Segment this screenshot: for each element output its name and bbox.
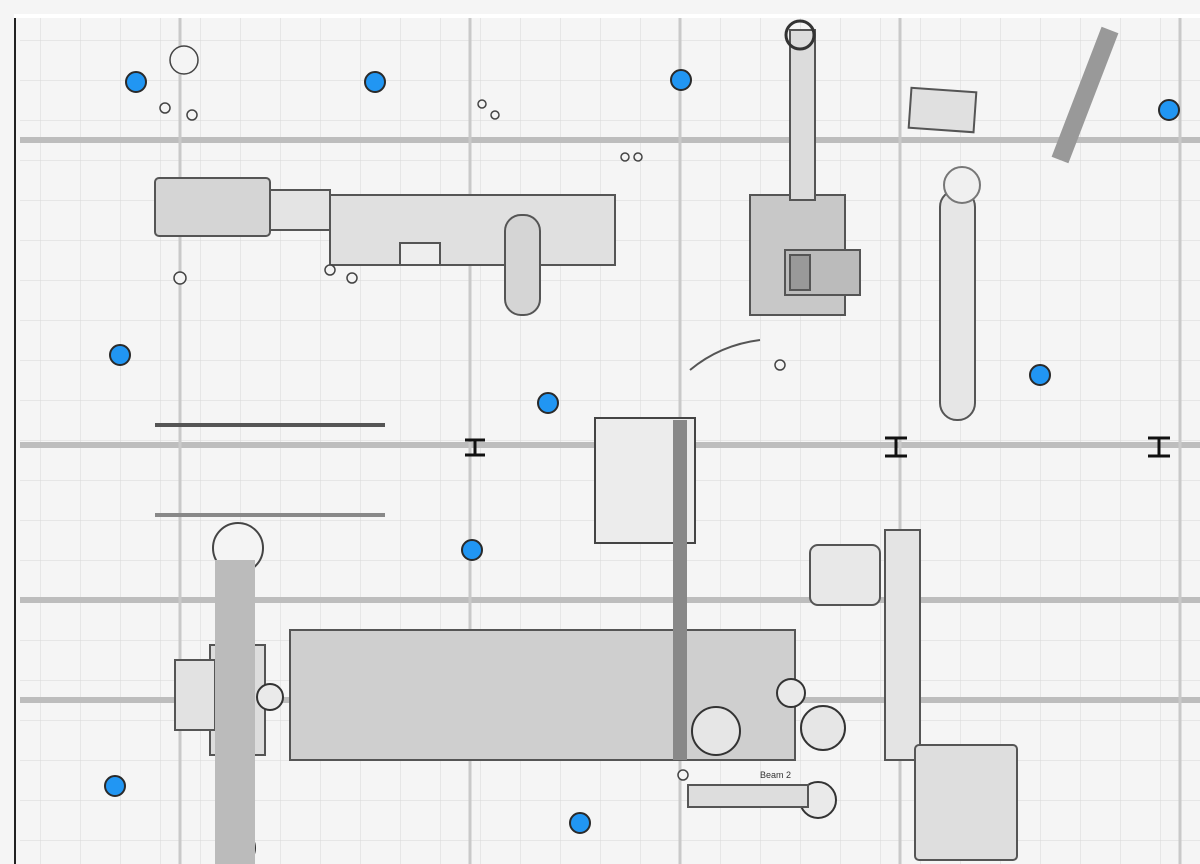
lower-equipment	[174, 420, 1018, 864]
map-marker-5[interactable]	[109, 344, 131, 366]
map-marker-8[interactable]	[461, 539, 483, 561]
map-marker-6[interactable]	[537, 392, 559, 414]
bolt-holes	[159, 45, 786, 781]
map-marker-1[interactable]	[125, 71, 147, 93]
upper-equipment	[154, 26, 1119, 421]
map-marker-9[interactable]	[104, 775, 126, 797]
map-marker-10[interactable]	[569, 812, 591, 834]
map-marker-3[interactable]	[670, 69, 692, 91]
map-marker-7[interactable]	[1029, 364, 1051, 386]
plan-top-edge	[14, 14, 1200, 18]
plan-left-edge	[14, 18, 16, 864]
map-marker-2[interactable]	[364, 71, 386, 93]
plan-label: Beam 2	[760, 770, 791, 780]
map-marker-4[interactable]	[1158, 99, 1180, 121]
